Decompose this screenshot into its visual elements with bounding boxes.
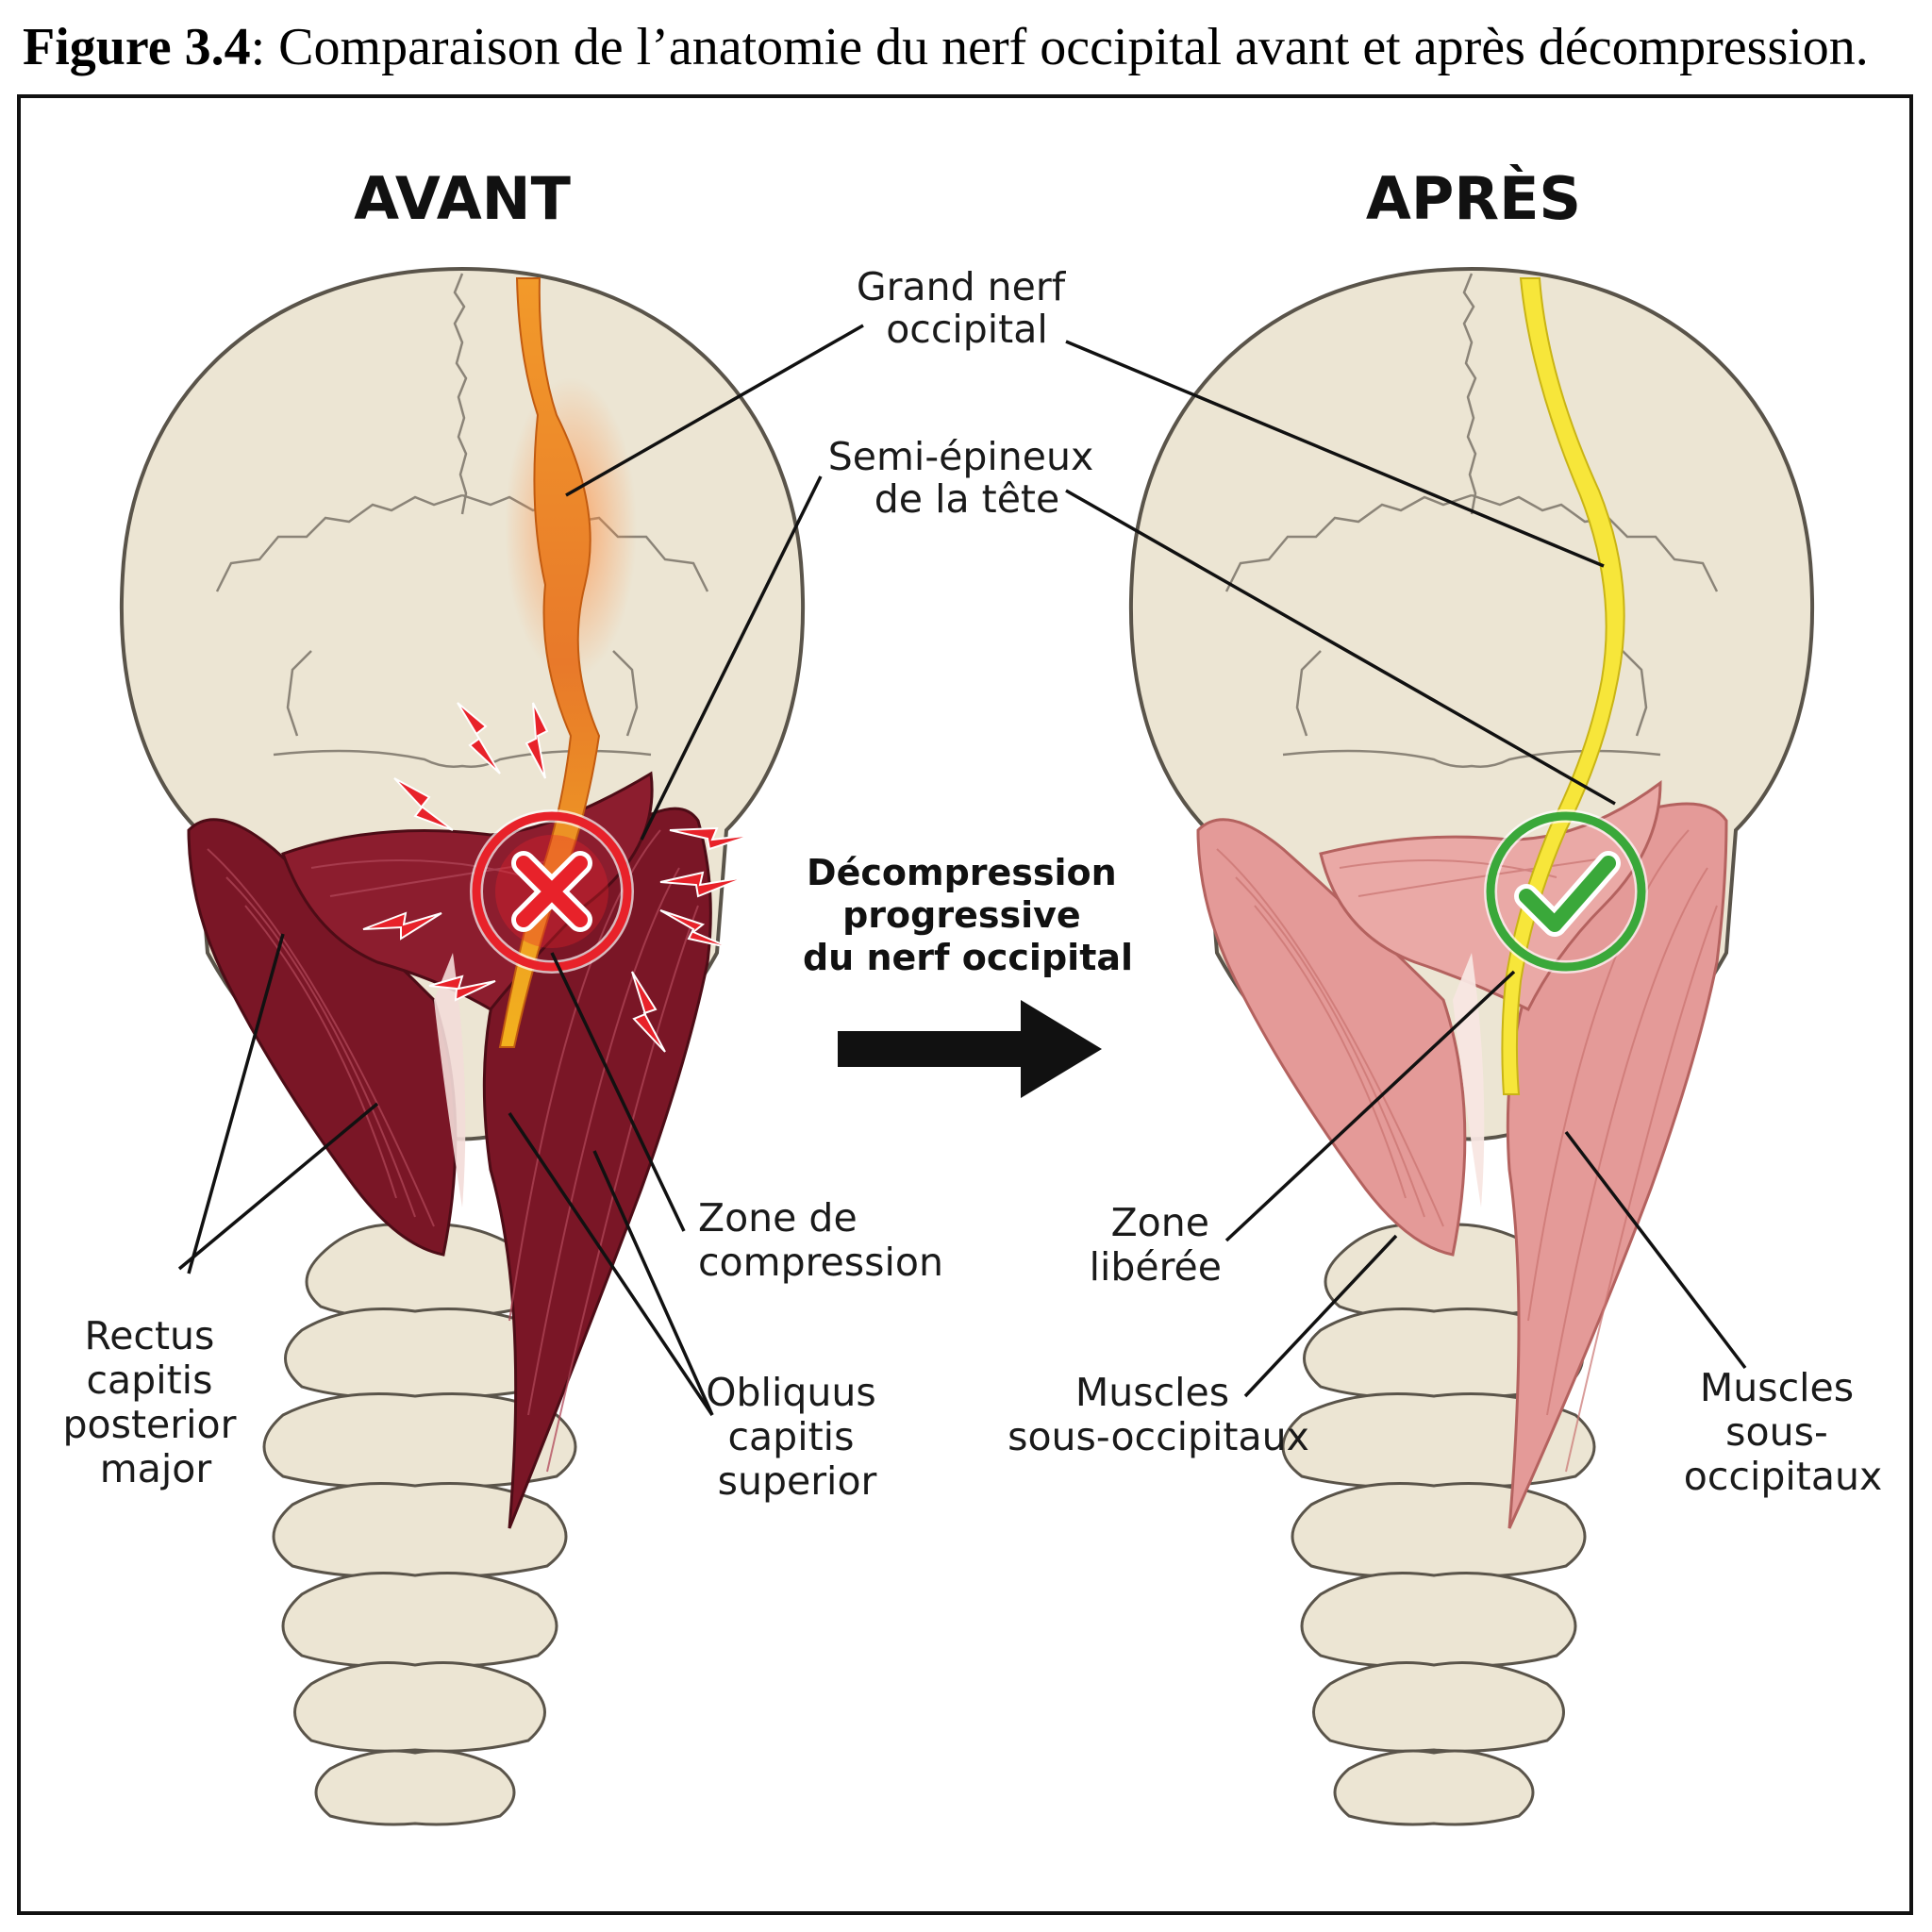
label-zone-compression: Zone de compression [698, 1195, 943, 1285]
label-rectus-capitis: Rectus capitis posterior major [62, 1313, 248, 1491]
greater-occipital-nerve-before [498, 277, 601, 1048]
tendon-after [1453, 953, 1485, 1208]
label-muscles-sous-occipitaux-left: Muscles sous-occipitaux [1008, 1370, 1309, 1459]
figure-frame [17, 94, 1913, 1915]
occipital-ridge-before [273, 749, 652, 768]
panel-title-after: APRÈS [1366, 164, 1581, 233]
cervical-spine-before [262, 1223, 577, 1826]
muscle-fibers-before [207, 829, 699, 1473]
skull-before [119, 266, 806, 1141]
label-grand-nerf: Grand nerf occipital [857, 264, 1077, 352]
label-muscles-sous-occipitaux-right: Muscles sous- occipitaux [1684, 1365, 1882, 1499]
nerve-before [498, 277, 637, 1048]
x-circle-icon [470, 809, 634, 974]
muscle-fibers-after [1216, 829, 1718, 1473]
lightning-bolt-icon [362, 702, 754, 1053]
leader-lines-after [1065, 340, 1747, 1398]
leader-lines-before [177, 324, 864, 1416]
panel-title-before: AVANT [354, 164, 571, 233]
cervical-spine-after [1281, 1223, 1596, 1826]
right-arrow-icon [838, 1000, 1102, 1098]
tendon-before [434, 953, 466, 1208]
panel-after: APRÈS [1008, 164, 1882, 1826]
figure-number: Figure 3.4 [23, 18, 251, 76]
label-obliquus-capitis: Obliquus capitis superior [706, 1370, 888, 1504]
center-annotation: Décompression progressive du nerf occipi… [803, 264, 1133, 1098]
label-semi-epineux: Semi-épineux de la tête [828, 434, 1107, 522]
label-zone-liberee: Zone libérée [1090, 1200, 1222, 1290]
panel-before: AVANT [62, 164, 943, 1826]
figure-caption: Figure 3.4: Comparaison de l’anatomie du… [23, 17, 1909, 83]
figure-caption-text: : Comparaison de l’anatomie du nerf occi… [250, 18, 1869, 76]
occipital-ridge-after [1282, 749, 1661, 768]
label-decompression: Décompression progressive du nerf occipi… [803, 852, 1133, 978]
check-circle-icon [1484, 809, 1648, 974]
